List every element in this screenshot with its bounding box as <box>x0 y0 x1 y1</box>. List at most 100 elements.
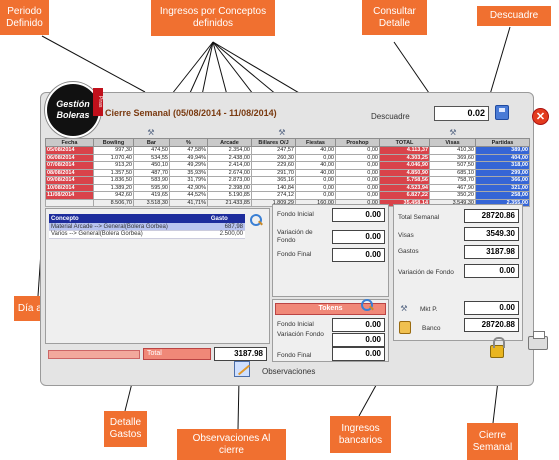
table-cell: 258,00 <box>475 191 530 200</box>
table-cell: 47,58% <box>169 146 208 155</box>
table-cell: 291,70 <box>251 168 296 177</box>
table-cell: 404,00 <box>475 153 530 162</box>
logo-badge: Piras <box>93 88 103 116</box>
fondo-final-field[interactable]: 0.00 <box>332 248 385 262</box>
tool-icon[interactable]: ⚒ <box>400 304 408 313</box>
table-cell: 2.414,00 <box>207 161 252 170</box>
table-cell: 1.836,50 <box>93 176 134 185</box>
table-cell: 4.523,94 <box>379 183 430 192</box>
table-cell: 3.518,30 <box>133 198 170 207</box>
total-bar <box>48 350 140 359</box>
table-cell: 44,52% <box>169 191 208 200</box>
table-cell: 4.046,90 <box>379 161 430 170</box>
table-cell: 1.389,20 <box>93 183 134 192</box>
table-cell[interactable] <box>45 198 94 207</box>
table-cell: 2.873,00 <box>207 176 252 185</box>
table-cell: 997,30 <box>93 146 134 155</box>
fondo-variacion-field[interactable]: 0.00 <box>332 230 385 244</box>
lock-icon[interactable] <box>490 337 505 358</box>
visas-label: Visas <box>398 232 414 239</box>
column-header: Fecha <box>45 138 94 147</box>
table-cell: 8.506,70 <box>93 198 134 207</box>
tokens-variacion-field[interactable]: 0.00 <box>332 333 385 347</box>
search-icon[interactable] <box>250 214 263 227</box>
table-cell: 247,57 <box>251 146 296 155</box>
gastos-field: 3187.98 <box>464 245 519 259</box>
table-cell: 40,00 <box>295 146 336 155</box>
table-cell: 4.303,25 <box>379 153 430 162</box>
callout-detalle: Detalle Gastos <box>104 411 147 447</box>
table-cell: 1.070,40 <box>93 153 134 162</box>
table-cell: 410,30 <box>429 146 476 155</box>
save-icon[interactable] <box>495 105 509 120</box>
gastos-header-gasto: Gasto <box>208 214 245 223</box>
table-cell: 299,00 <box>475 168 530 177</box>
tokens-inicial-field[interactable]: 0.00 <box>332 318 385 332</box>
fondo-inicial-label: Fondo Inicial <box>277 211 314 218</box>
observaciones-label: Observaciones <box>262 367 316 376</box>
table-cell: 583,90 <box>133 176 170 185</box>
tool-icon[interactable]: ⚒ <box>147 128 155 137</box>
table-cell: 0,00 <box>335 176 380 185</box>
tokens-title: Tokens <box>275 303 386 315</box>
table-cell: 35,93% <box>169 168 208 177</box>
table-cell: 758,70 <box>429 176 476 185</box>
table-cell[interactable]: 11/08/2014 <box>45 191 94 200</box>
table-cell: 1.357,50 <box>93 168 134 177</box>
gastos-row[interactable]: Varios --> General(Bolera Gorbea)2.500,0… <box>49 230 245 239</box>
column-header: Bar <box>133 138 170 147</box>
table-cell: 534,55 <box>133 153 170 162</box>
tool-icon[interactable]: ⚒ <box>449 128 457 137</box>
table-cell: 2.438,00 <box>207 153 252 162</box>
column-header: TOTAL <box>379 138 430 147</box>
gastos-cell: Material Arcade --> General(Bolera Gorbe… <box>49 223 209 231</box>
gastos-row[interactable]: Material Arcade --> General(Bolera Gorbe… <box>49 223 245 231</box>
callout-consultar: Consultar Detalle <box>362 0 427 35</box>
callout-cierre: Cierre Semanal <box>467 423 518 460</box>
table-cell: 2.674,00 <box>207 168 252 177</box>
table-cell[interactable]: 05/08/2014 <box>45 146 94 155</box>
table-cell[interactable]: 07/08/2014 <box>45 161 94 170</box>
table-cell: 2.398,00 <box>207 183 252 192</box>
table-cell: 0,00 <box>335 153 380 162</box>
bank-icon[interactable] <box>399 321 411 334</box>
column-header: Proshop <box>335 138 380 147</box>
search-icon[interactable] <box>361 299 374 312</box>
printer-icon[interactable] <box>528 331 548 350</box>
table-cell: 40,00 <box>295 161 336 170</box>
table-cell: 389,00 <box>475 146 530 155</box>
table-cell: 260,30 <box>251 153 296 162</box>
table-cell: 5.190,85 <box>207 191 252 200</box>
table-cell: 685,10 <box>429 168 476 177</box>
table-cell: 595,90 <box>133 183 170 192</box>
table-cell: 942,60 <box>93 191 134 200</box>
column-header: Bowling <box>93 138 134 147</box>
banco-label: Banco <box>422 325 441 332</box>
tool-icon[interactable]: ⚒ <box>278 128 286 137</box>
observaciones-icon[interactable] <box>234 361 250 377</box>
banco-field[interactable]: 28720.88 <box>464 318 519 332</box>
descuadre-label: Descuadre <box>371 112 410 121</box>
table-cell: 0,00 <box>295 153 336 162</box>
fondo-inicial-field[interactable]: 0.00 <box>332 208 385 222</box>
close-button[interactable]: ✕ <box>532 108 549 125</box>
table-cell: 274,12 <box>251 191 296 200</box>
table-cell[interactable]: 09/08/2014 <box>45 176 94 185</box>
table-cell: 0,00 <box>335 191 380 200</box>
table-cell[interactable]: 10/08/2014 <box>45 183 94 192</box>
table-cell: 41,71% <box>169 198 208 207</box>
table-cell[interactable]: 06/08/2014 <box>45 153 94 162</box>
table-cell[interactable]: 08/08/2014 <box>45 168 94 177</box>
table-cell: 5.758,56 <box>379 176 430 185</box>
tokens-variacion-label: Variación Fondo <box>277 331 324 338</box>
table-cell: 42,90% <box>169 183 208 192</box>
mktp-field[interactable]: 0.00 <box>464 301 519 315</box>
column-header: % <box>169 138 208 147</box>
callout-descuadre: Descuadre <box>477 6 551 26</box>
tokens-final-field[interactable]: 0.00 <box>332 347 385 361</box>
